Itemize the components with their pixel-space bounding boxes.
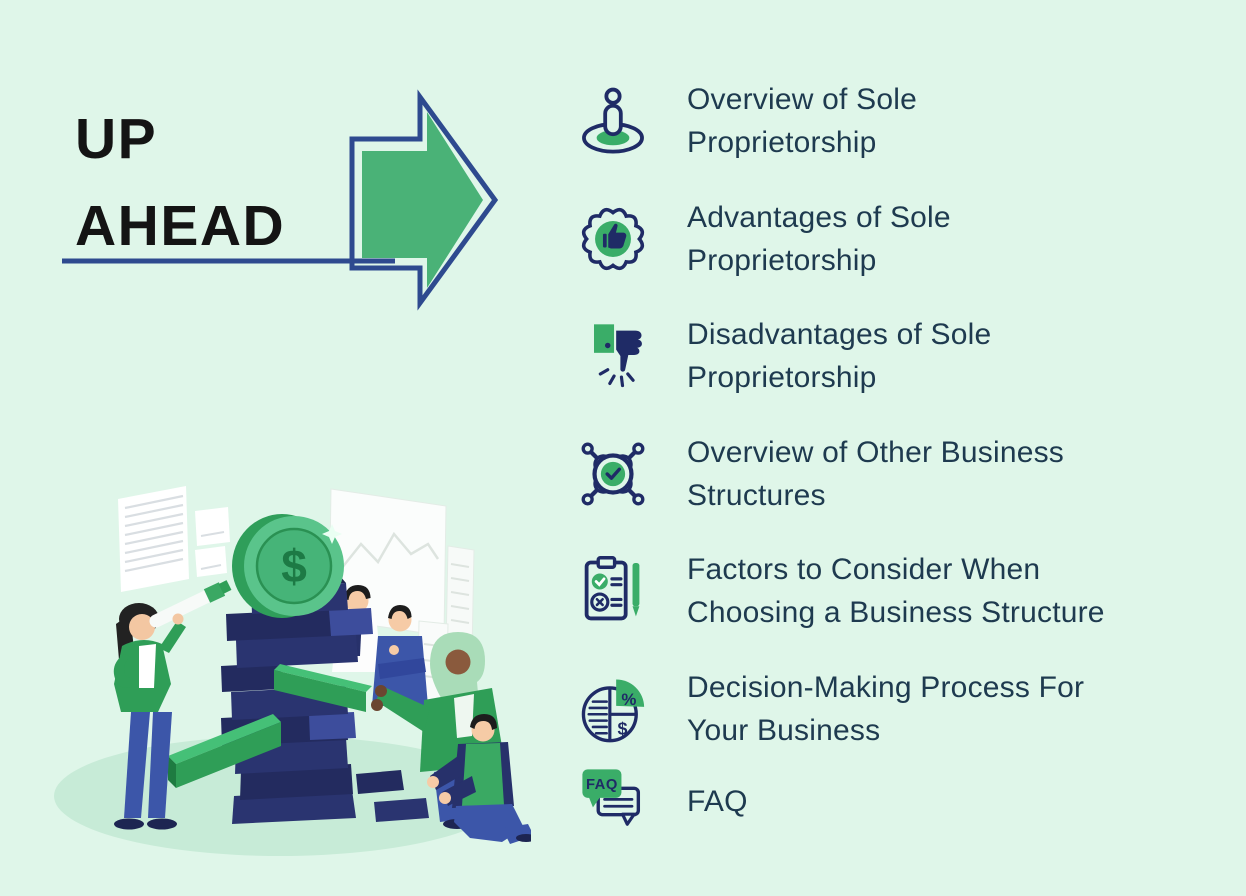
forward-arrow-graphic <box>62 89 499 311</box>
faq-chat-icon: FAQ <box>575 763 651 839</box>
teamwork-illustration: $ <box>54 486 531 856</box>
agenda-item-label: Disadvantages of Sole Proprietorship <box>687 318 992 394</box>
page-title-line2: AHEAD <box>75 194 286 259</box>
agenda-item-other-structures: Overview of Other Business Structures <box>575 431 1235 517</box>
thumbs-down-icon <box>575 318 651 394</box>
page-title: UP AHEAD <box>75 96 285 270</box>
agenda-item-label: Decision-Making Process For Your Busines… <box>687 671 1085 747</box>
agenda-item-label: Advantages of Sole Proprietorship <box>687 201 951 277</box>
arrow-outline <box>349 89 499 311</box>
dollar-coin: $ <box>232 514 344 618</box>
checklist-pen-icon <box>575 553 651 629</box>
woman-telescope <box>113 580 232 830</box>
person-spotlight-icon <box>575 83 651 159</box>
agenda-item-overview-sole: Overview of Sole Proprietorship <box>575 78 1235 164</box>
faq-bubble-text: FAQ <box>586 777 618 793</box>
thumbs-up-badge-icon <box>575 201 651 277</box>
agenda-item-decision: % $ Decision-Making Process For Your Bus… <box>575 666 1235 752</box>
agenda-item-label: FAQ <box>687 784 748 818</box>
agenda-item-label: Overview of Other Business Structures <box>687 436 1065 512</box>
agenda-item-faq: FAQ FAQ <box>575 763 1235 839</box>
agenda-item-label: Factors to Consider When Choosing a Busi… <box>687 553 1105 629</box>
page-title-line1: UP <box>75 107 158 172</box>
agenda-item-label: Overview of Sole Proprietorship <box>687 83 917 159</box>
kneeling-man <box>427 714 531 844</box>
arrow-fill <box>362 112 483 288</box>
team-collaboration-icon <box>575 436 651 512</box>
agenda-item-factors: Factors to Consider When Choosing a Busi… <box>575 548 1235 634</box>
green-beam-right <box>274 664 372 712</box>
coin-dollar-symbol: $ <box>281 540 307 592</box>
agenda-item-disadvantages: Disadvantages of Sole Proprietorship <box>575 313 1235 399</box>
agenda-item-advantages: Advantages of Sole Proprietorship <box>575 196 1235 282</box>
green-beam-left <box>168 714 281 788</box>
document-board <box>118 486 230 592</box>
pie-chart-finance-icon: % $ <box>575 671 651 747</box>
pie-percent-label: % <box>621 690 636 709</box>
pie-dollar-label: $ <box>618 718 628 738</box>
